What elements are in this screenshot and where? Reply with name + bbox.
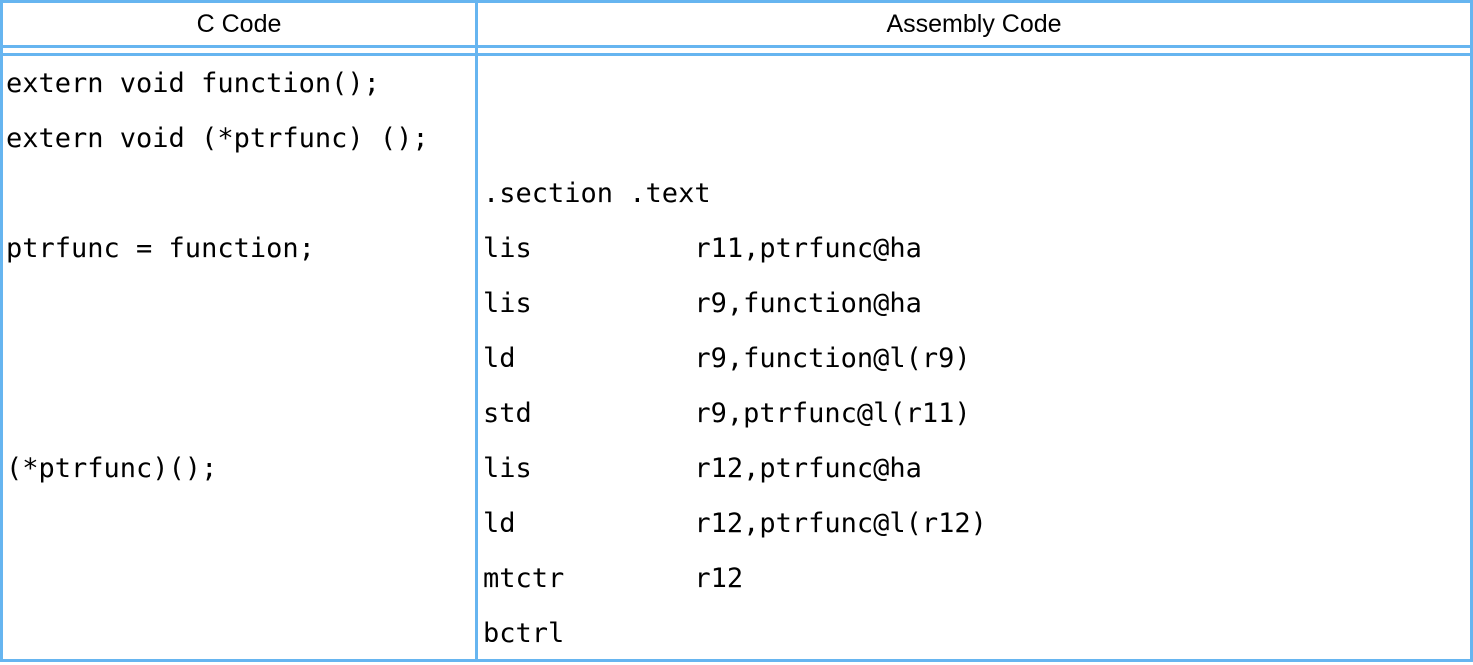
assembly-code-column-header: Assembly Code — [886, 9, 1062, 38]
c-code-cell: extern void function(); extern void (*pt… — [6, 68, 429, 484]
column-divider-line — [475, 3, 478, 659]
header-separator-line-top — [3, 45, 1470, 48]
c-code-column-header: C Code — [196, 9, 282, 38]
assembly-code-cell: .section .text lis r11,ptrfunc@ha lis r9… — [483, 178, 987, 649]
header-separator-line-bottom — [3, 53, 1470, 56]
